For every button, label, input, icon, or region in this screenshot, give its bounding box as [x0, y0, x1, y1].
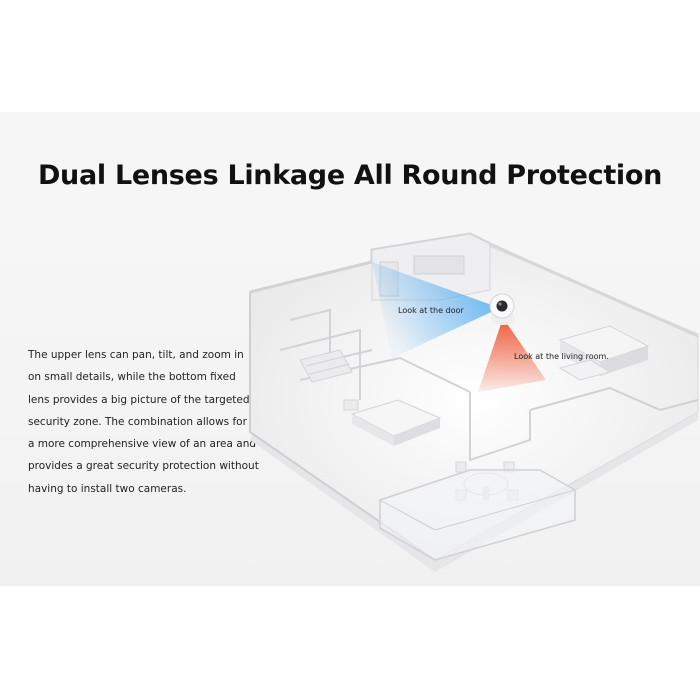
headline: Dual Lenses Linkage All Round Protection — [37, 160, 663, 191]
interior-wall — [279, 328, 361, 400]
upper-lens-beam — [372, 262, 500, 358]
interior-wall — [289, 308, 373, 362]
description-line: security zone. The combination allows fo… — [28, 415, 247, 428]
lower-lens-beam — [478, 318, 546, 392]
balcony-railing — [529, 386, 699, 412]
description-text: The upper lens can pan, tilt, and zoom i… — [28, 344, 264, 500]
living-room-view-label: Look at the living room. — [514, 352, 609, 361]
description-line: having to install two cameras. — [28, 482, 187, 495]
coffee-table — [558, 359, 612, 381]
description-line: provides a great security protection wit… — [28, 460, 259, 473]
outer-wall — [489, 242, 699, 338]
description-line: on small details, while the bottom fixed — [28, 371, 236, 384]
terrace-railing — [379, 469, 576, 561]
interior-wall — [469, 392, 531, 462]
bed — [343, 399, 442, 446]
description-line: lens provides a big picture of the targe… — [28, 393, 250, 406]
description-line: a more comprehensive view of an area and — [28, 438, 257, 451]
kitchen-counter — [413, 255, 465, 275]
door-view-label: Look at the door — [398, 306, 464, 315]
outer-wall — [249, 292, 436, 561]
floor-plan-illustration — [249, 232, 699, 572]
camera-icon — [489, 293, 515, 325]
description-line: The upper lens can pan, tilt, and zoom i… — [28, 349, 244, 361]
stairs — [299, 349, 353, 383]
